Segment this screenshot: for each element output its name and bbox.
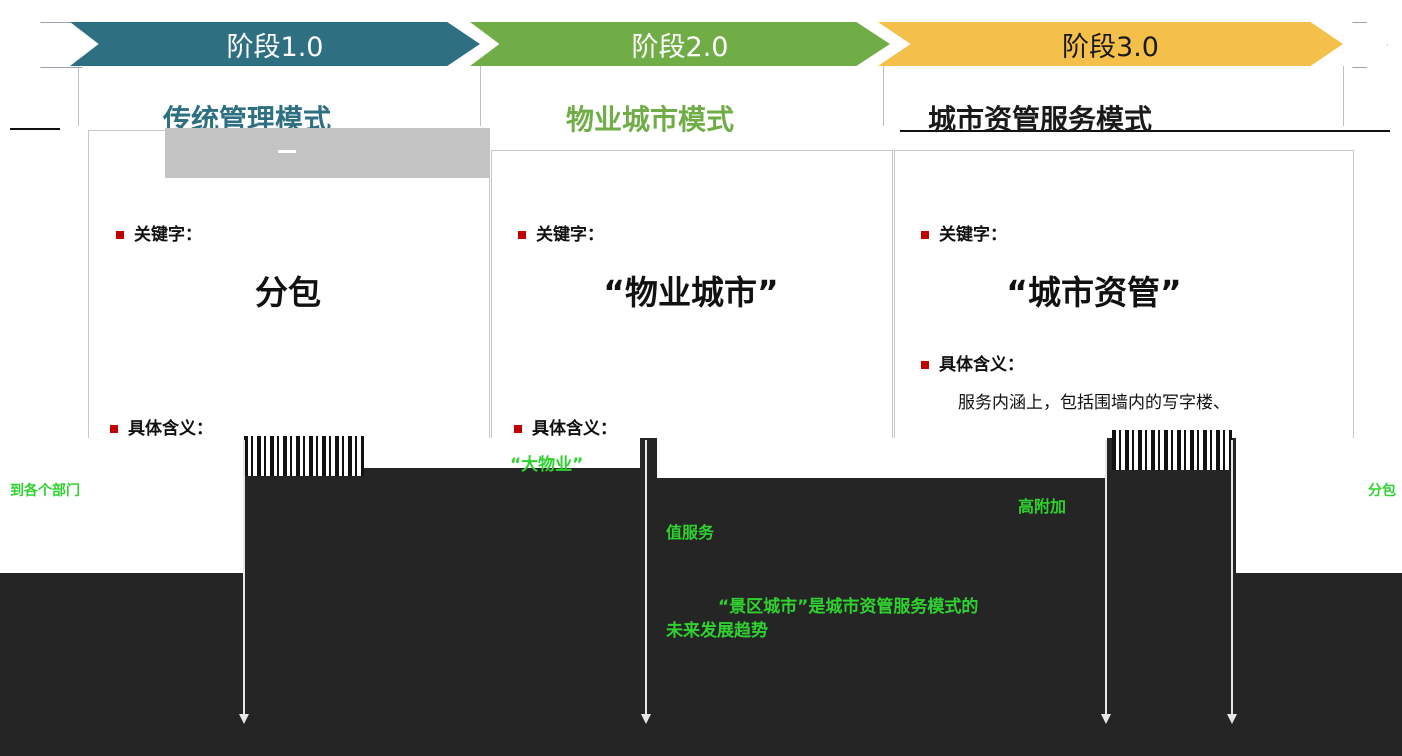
bullet-icon xyxy=(110,425,118,433)
stage-2-label: 阶段2.0 xyxy=(631,31,729,63)
glitch-text-1: 到各个部门 xyxy=(10,483,80,499)
timeline-arrow-line xyxy=(1105,440,1107,715)
stage-3-meaning-text: 服务内涵上，包括围墙内的写字楼、 xyxy=(958,393,1230,413)
stage-3-keyword: “城市资管” xyxy=(1006,273,1182,312)
stage-1-keyword: 分包 xyxy=(255,273,321,312)
bullet-icon xyxy=(514,425,522,433)
glitch-line xyxy=(900,130,1390,132)
glitch-block xyxy=(165,128,490,178)
timeline-arrow-line xyxy=(243,440,245,715)
glitch-barcode xyxy=(1112,430,1232,470)
glitch-text-3: 高附加 xyxy=(1018,497,1067,516)
timeline-arrow-line xyxy=(1231,440,1233,715)
stage-2-card xyxy=(491,150,893,442)
stage-3-trend-line-2: 未来发展趋势 xyxy=(666,621,768,641)
stage-3-label: 阶段3.0 xyxy=(1062,31,1159,63)
stage-1-card xyxy=(88,130,490,442)
glitch-dash xyxy=(278,150,296,153)
down-arrow-icon xyxy=(1101,714,1111,724)
stage-1-banner: 阶段1.0 xyxy=(70,22,480,66)
down-arrow-icon xyxy=(239,714,249,724)
down-arrow-icon xyxy=(1227,714,1237,724)
divider-line xyxy=(883,66,884,126)
banner-end-chevron xyxy=(1352,22,1388,68)
stage-1-meaning-label: 具体含义： xyxy=(110,414,213,439)
bullet-icon xyxy=(116,231,124,239)
stage-3-model-title: 城市资管服务模式 xyxy=(928,103,1153,136)
glitch-white-block xyxy=(657,438,1107,478)
down-arrow-icon xyxy=(641,714,651,724)
stage-2-meaning-label: 具体含义： xyxy=(514,414,617,439)
stage-2-banner: 阶段2.0 xyxy=(470,22,890,66)
stage-3-banner: 阶段3.0 xyxy=(878,22,1343,66)
bullet-icon xyxy=(921,231,929,239)
divider-line xyxy=(480,66,481,126)
bullet-icon xyxy=(921,361,929,369)
stage-1-label: 阶段1.0 xyxy=(226,31,324,63)
timeline-arrow-line xyxy=(645,440,647,715)
glitch-line xyxy=(10,128,60,130)
stage-2-keyword: “物业城市” xyxy=(603,273,779,312)
glitch-text-2: “大物业” xyxy=(510,455,584,475)
stage-1-keyword-label: 关键字： xyxy=(116,220,202,245)
divider-line xyxy=(1343,66,1344,126)
glitch-text-4: 值服务 xyxy=(666,523,715,542)
stage-3-meaning-label: 具体含义： xyxy=(921,350,1024,375)
stage-3-trend-line-1: “景区城市”是城市资管服务模式的 xyxy=(718,597,979,617)
glitch-white-block xyxy=(1236,438,1402,573)
divider-line xyxy=(78,66,79,126)
glitch-text-5: 分包 xyxy=(1368,483,1396,499)
glitch-white-block xyxy=(0,438,244,573)
glitch-barcode xyxy=(244,436,364,476)
stage-2-keyword-label: 关键字： xyxy=(518,220,604,245)
stage-2-model-title: 物业城市模式 xyxy=(566,103,735,136)
stage-3-keyword-label: 关键字： xyxy=(921,220,1007,245)
stage-3-card xyxy=(894,150,1354,442)
bullet-icon xyxy=(518,231,526,239)
